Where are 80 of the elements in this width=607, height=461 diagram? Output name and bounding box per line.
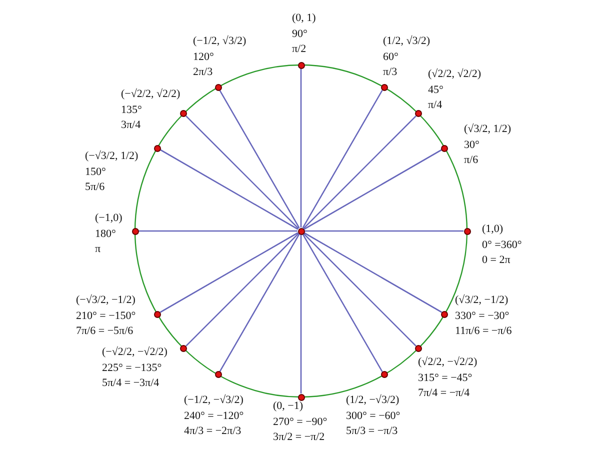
radian-label: 0 = 2π (482, 253, 510, 268)
radian-label: 5π/3 = −π/3 (346, 424, 398, 439)
radian-label: 5π/6 (85, 180, 105, 195)
radius-line (219, 234, 300, 372)
coordinate-label: (√3/2, −1/2) (455, 293, 508, 308)
radius-line (304, 232, 442, 313)
radius-line (300, 68, 302, 228)
coordinate-label: (−√2/2, −√2/2) (102, 345, 168, 360)
radius-line (304, 149, 442, 230)
radius-line (186, 116, 299, 229)
coordinate-label: (−1/2, −√3/2) (184, 393, 244, 408)
degree-label: 30° (464, 138, 480, 152)
radian-label: 3π/4 (121, 118, 141, 133)
radian-label: 5π/4 = −3π/4 (102, 376, 160, 391)
degree-label: 315° = −45° (418, 370, 472, 386)
radian-label: π/4 (428, 98, 442, 113)
coordinate-label: (√2/2, −√2/2) (418, 355, 478, 370)
degree-label: 150° (85, 164, 106, 180)
point-marker (154, 310, 161, 318)
coordinate-label: (−1,0) (95, 211, 122, 226)
radius-line (219, 90, 300, 228)
degree-label: 240° = −120° (184, 408, 244, 424)
point-marker (154, 144, 161, 152)
radian-label: 4π/3 = −2π/3 (184, 424, 242, 439)
point-marker (441, 310, 448, 318)
point-marker (380, 371, 388, 378)
radian-label: 2π/3 (193, 65, 213, 80)
coordinate-label: (0, −1) (273, 399, 304, 414)
point-marker (464, 228, 470, 234)
radian-label: π/3 (383, 65, 398, 80)
radian-label: π (95, 242, 101, 257)
degree-label: 330° = −30° (455, 308, 510, 324)
point-marker (180, 110, 188, 118)
radius-line (302, 234, 383, 372)
radius-line (138, 230, 298, 232)
degree-label: 45° (428, 82, 444, 98)
degree-label: 180° (95, 226, 116, 242)
coordinate-label: (√2/2, √2/2) (428, 67, 482, 82)
coordinate-label: (1/2, √3/2) (383, 34, 430, 49)
radius-line (160, 149, 298, 230)
degree-label: 210° = −150° (76, 308, 136, 324)
radius-line (303, 116, 416, 229)
point-marker (414, 110, 422, 118)
point-marker (441, 144, 448, 152)
radius-line (304, 230, 464, 232)
radian-label: 7π/6 = −5π/6 (76, 324, 134, 339)
coordinate-label: (−√3/2, −1/2) (76, 293, 136, 308)
radius-line (303, 233, 416, 346)
degree-label: 270° = −90° (273, 414, 328, 430)
coordinate-label: (√3/2, 1/2) (464, 122, 511, 137)
point-marker (132, 228, 138, 234)
point-marker (380, 84, 388, 91)
degree-label: 120° (193, 50, 214, 64)
degree-label: 90° (292, 26, 308, 42)
coordinate-label: (−√2/2, √2/2) (121, 87, 180, 102)
radian-label: π/2 (292, 42, 306, 57)
degree-label: 300° = −60° (346, 408, 400, 424)
radius-line (302, 90, 383, 228)
radian-label: π/6 (464, 153, 478, 168)
radian-label: 11π/6 = −π/6 (455, 324, 512, 339)
coordinate-label: (0, 1) (292, 11, 316, 26)
point-marker (214, 84, 222, 91)
radian-label: 3π/2 = −π/2 (273, 430, 325, 445)
degree-label: 0° =360° (482, 238, 522, 252)
coordinate-label: (−√3/2, 1/2) (85, 149, 138, 164)
coordinate-label: (1,0) (482, 222, 504, 237)
point-marker (180, 344, 188, 352)
degree-label: 135° (121, 102, 142, 118)
point-marker (298, 394, 304, 400)
radius-line (186, 233, 299, 346)
radian-label: 7π/4 = −π/4 (418, 386, 470, 401)
point-marker (214, 371, 222, 378)
coordinate-label: (1/2, −√3/2) (346, 393, 400, 408)
radius-line (160, 232, 298, 313)
radius-line (300, 234, 302, 394)
degree-label: 225° = −135° (102, 360, 162, 376)
point-marker (298, 62, 304, 68)
point-marker (414, 344, 422, 352)
coordinate-label: (−1/2, √3/2) (193, 34, 246, 49)
degree-label: 60° (383, 50, 398, 64)
